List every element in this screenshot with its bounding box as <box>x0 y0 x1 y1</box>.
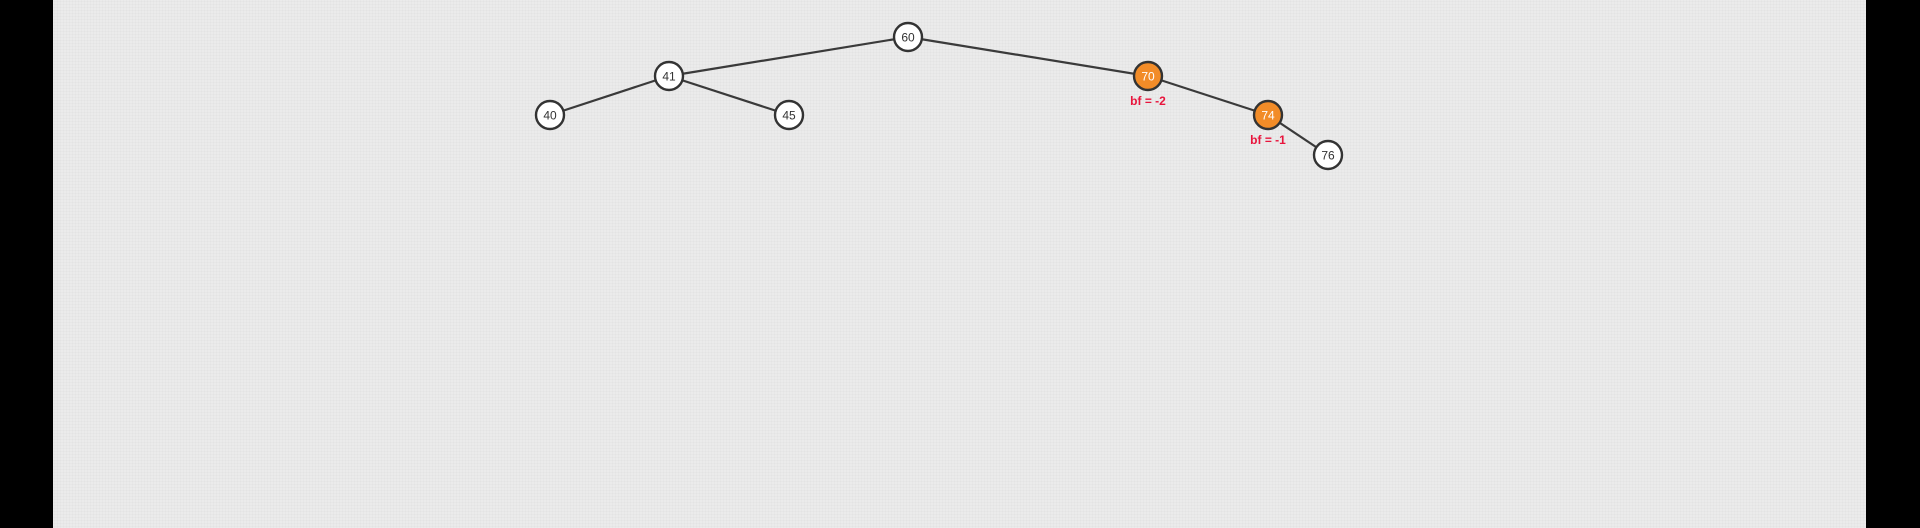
edge-70-74 <box>1147 74 1269 117</box>
node-circle <box>773 99 805 131</box>
tree-node-74: 74 bf = -1 <box>1250 99 1286 147</box>
tree-node-70: 70 bf = -2 <box>1130 60 1166 108</box>
node-circle <box>1132 60 1164 92</box>
node-label: 70 <box>1141 70 1155 84</box>
tree-node-60: 60 <box>892 21 924 53</box>
tree-node-41: 41 <box>653 60 685 92</box>
node-label: 40 <box>543 109 557 123</box>
balance-factor-label: bf = -1 <box>1250 133 1286 147</box>
node-circle <box>892 21 924 53</box>
edge-41-45 <box>668 74 790 117</box>
node-label: 45 <box>782 109 796 123</box>
node-label: 74 <box>1261 109 1275 123</box>
edge-41-40 <box>549 74 670 117</box>
node-circle <box>653 60 685 92</box>
tree-node-40: 40 <box>534 99 566 131</box>
node-circle <box>1252 99 1284 131</box>
edges-layer <box>549 35 1329 156</box>
balance-factor-label: bf = -2 <box>1130 94 1166 108</box>
node-circle <box>534 99 566 131</box>
node-circle <box>1312 139 1344 171</box>
node-label: 60 <box>901 31 915 45</box>
nodes-layer: 60 41 40 45 70 bf = -2 74 bf = -1 76 <box>534 21 1344 171</box>
diagram-canvas <box>53 0 1866 528</box>
tree-node-45: 45 <box>773 99 805 131</box>
edge-60-70 <box>907 35 1149 78</box>
node-label: 41 <box>662 70 676 84</box>
edge-60-41 <box>668 35 909 78</box>
tree-node-76: 76 <box>1312 139 1344 171</box>
node-label: 76 <box>1321 149 1335 163</box>
